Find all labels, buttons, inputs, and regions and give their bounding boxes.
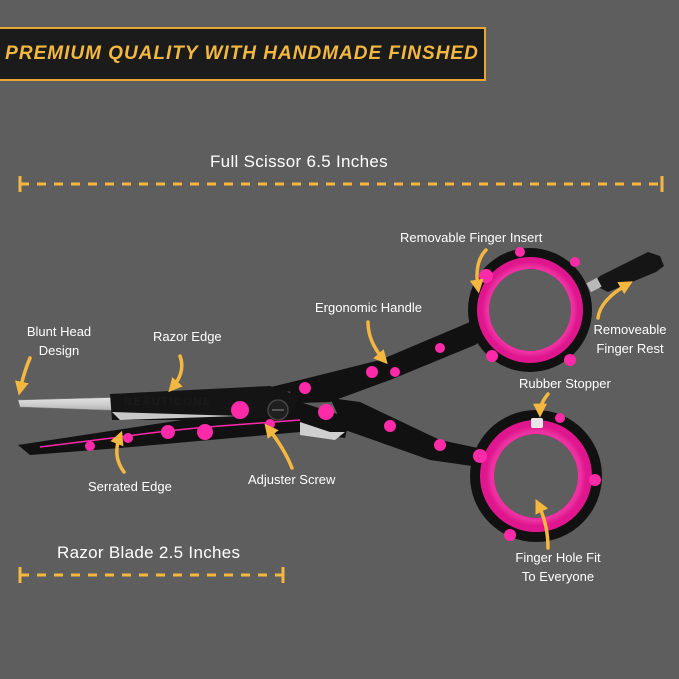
- full-scissor-dimension-label: Full Scissor 6.5 Inches: [210, 152, 388, 171]
- label-finger-hole: Finger Hole Fit To Everyone: [506, 548, 610, 586]
- blunt-head-line-2: Design: [38, 343, 80, 358]
- label-ergonomic-handle: Ergonomic Handle: [315, 300, 422, 315]
- label-razor-edge: Razor Edge: [153, 329, 222, 344]
- premium-quality-banner: PREMIUM QUALITY WITH HANDMADE FINSHED: [0, 27, 486, 81]
- flower-pattern: [85, 343, 446, 451]
- razor-blade-dimension-label: Razor Blade 2.5 Inches: [57, 543, 241, 562]
- label-removeable-finger-rest: Removeable Finger Rest: [588, 320, 672, 358]
- full-scissor-dimension-line: [18, 176, 664, 192]
- lower-handle: [330, 398, 478, 466]
- label-removable-finger-insert: Removable Finger Insert: [400, 230, 543, 245]
- blunt-head-line-1: Blunt Head: [26, 324, 92, 339]
- adjuster-screw: [267, 399, 289, 421]
- removeable-rest-line-1: Removeable: [593, 322, 667, 337]
- finger-hole-line-2: To Everyone: [521, 569, 595, 584]
- curved-arrow-icon: [14, 248, 633, 550]
- upper-handle: [250, 310, 498, 404]
- label-rubber-stopper: Rubber Stopper: [519, 376, 611, 391]
- razor-blade-dimension-line: [18, 567, 285, 583]
- finger-rest-icon: [586, 252, 664, 293]
- label-blunt-head-design: Blunt Head Design: [22, 322, 96, 360]
- label-adjuster-screw: Adjuster Screw: [248, 472, 336, 487]
- brand-engraving: BEAUTICONE: [124, 396, 212, 408]
- banner-title: PREMIUM QUALITY WITH HANDMADE FINSHED: [5, 43, 479, 64]
- rubber-stopper-icon: [531, 418, 543, 428]
- removeable-rest-line-2: Finger Rest: [596, 341, 664, 356]
- label-serrated-edge: Serrated Edge: [88, 479, 172, 494]
- lower-finger-ring: [470, 410, 602, 542]
- finger-hole-line-1: Finger Hole Fit: [515, 550, 601, 565]
- upper-finger-ring: [468, 247, 592, 372]
